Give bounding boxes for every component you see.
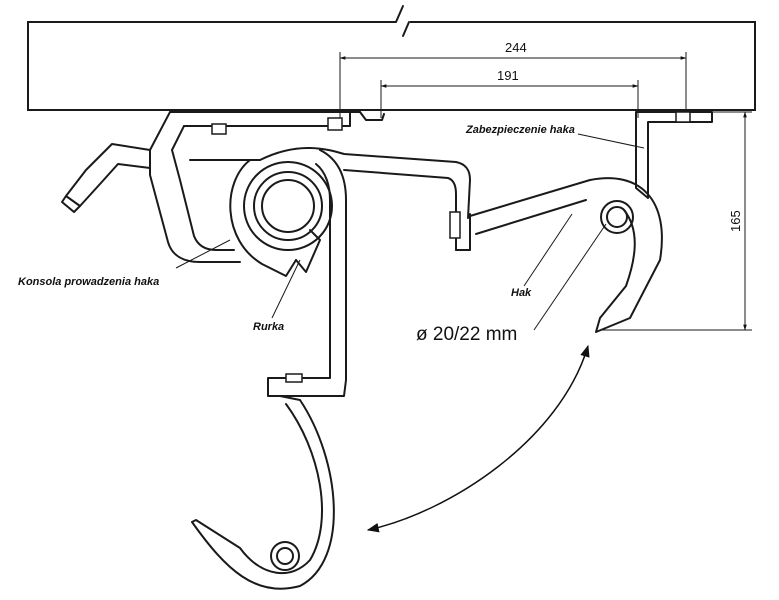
inner-width-label: 191 xyxy=(497,68,519,83)
outer-width-label: 244 xyxy=(505,40,527,55)
tube-roller xyxy=(229,159,333,277)
dimension-height: 165 xyxy=(600,111,752,331)
guide-bracket xyxy=(61,111,385,263)
hook-arm-lower xyxy=(191,149,347,590)
safety-label: Zabezpieczenie haka xyxy=(465,124,575,136)
dimension-inner: 191 xyxy=(380,68,639,118)
height-label: 165 xyxy=(728,210,743,232)
hook-safety xyxy=(635,111,713,199)
ceiling-beam xyxy=(27,4,756,111)
bracket-label: Konsola prowadzenia haka xyxy=(18,276,159,288)
diameter-label: ø 20/22 mm xyxy=(416,324,517,345)
dimension-outer: 244 xyxy=(339,40,687,120)
tube-label: Rurka xyxy=(253,321,284,333)
rotation-arrow xyxy=(366,344,590,533)
hook-arm-upper xyxy=(259,147,663,333)
hook-label: Hak xyxy=(511,287,532,299)
